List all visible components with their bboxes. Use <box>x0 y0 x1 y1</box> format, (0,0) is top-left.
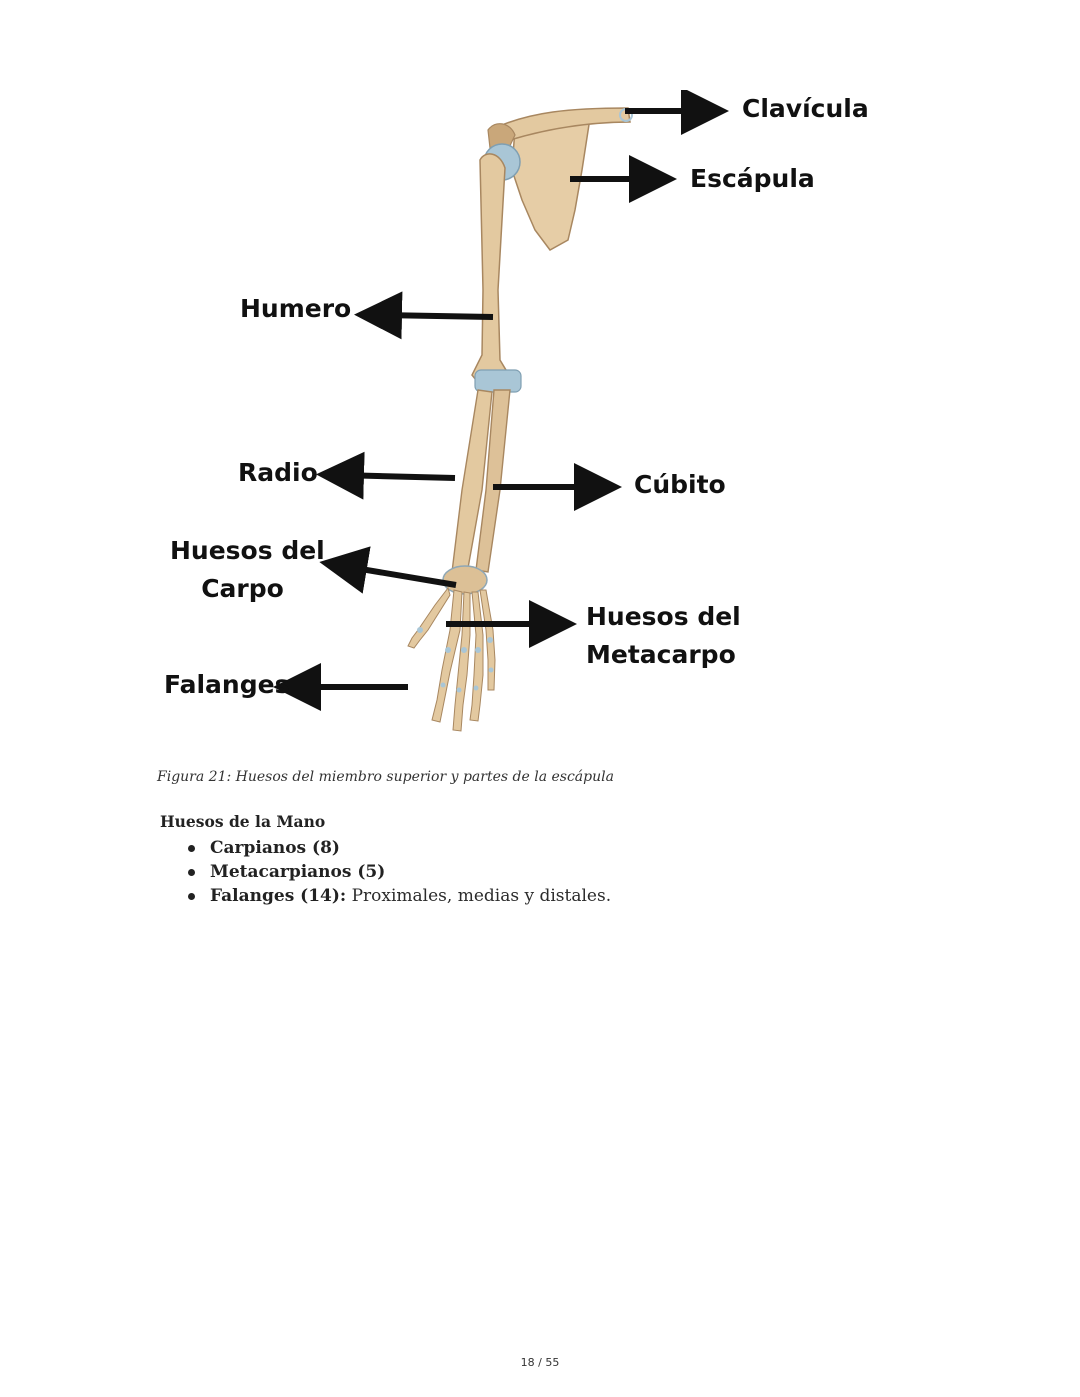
arrow-carpo <box>319 546 457 594</box>
clavicle-bone <box>493 107 631 141</box>
label-metacarpo-line1: Huesos del <box>586 602 741 631</box>
list-item: Falanges (14): Proximales, medias y dist… <box>188 884 611 908</box>
list-item: Metacarpianos (5) <box>188 860 611 884</box>
list-item-bold: Carpianos (8) <box>210 838 340 858</box>
list-item-bold: Falanges (14): <box>210 886 347 906</box>
figure-caption: Figura 21: Huesos del miembro superior y… <box>157 769 614 785</box>
label-cubito: Cúbito <box>634 470 726 499</box>
bullet-icon <box>188 869 195 876</box>
label-radio: Radio <box>238 458 318 487</box>
list-item: Carpianos (8) <box>188 836 611 860</box>
label-carpo-line2: Carpo <box>201 574 284 603</box>
list-item-bold: Metacarpianos (5) <box>210 862 386 882</box>
section-heading: Huesos de la Mano <box>160 812 326 831</box>
label-arrows <box>273 90 729 711</box>
label-huesos-del-carpo: Huesos del Carpo <box>170 532 325 608</box>
label-metacarpo-line2: Metacarpo <box>586 640 736 669</box>
ulna-bone <box>475 389 511 573</box>
label-clavicula: Clavícula <box>742 94 869 123</box>
bullet-list: Carpianos (8) Metacarpianos (5) Falanges… <box>188 836 611 908</box>
humerus-bone <box>471 153 514 386</box>
scapula-bone <box>511 117 591 251</box>
arrow-radio <box>316 451 456 500</box>
elbow-cartilage <box>474 369 522 393</box>
label-falanges: Falanges <box>164 670 290 699</box>
label-carpo-line1: Huesos del <box>170 536 325 565</box>
finger-joints <box>417 627 494 693</box>
bullet-icon <box>188 893 195 900</box>
page-number: 18 / 55 <box>520 1356 560 1369</box>
list-item-text: Proximales, medias y distales. <box>346 886 612 906</box>
hand-bones <box>407 586 496 732</box>
label-humero: Humero <box>240 294 352 323</box>
arm-skeleton-figure: Clavícula Escápula Humero Radio Cúbito H… <box>150 90 880 740</box>
arrow-humero <box>354 291 494 340</box>
bullet-icon <box>188 845 195 852</box>
arm-skeleton-illustration <box>273 90 729 732</box>
label-escapula: Escápula <box>690 164 815 193</box>
label-huesos-del-metacarpo: Huesos del Metacarpo <box>586 598 741 674</box>
